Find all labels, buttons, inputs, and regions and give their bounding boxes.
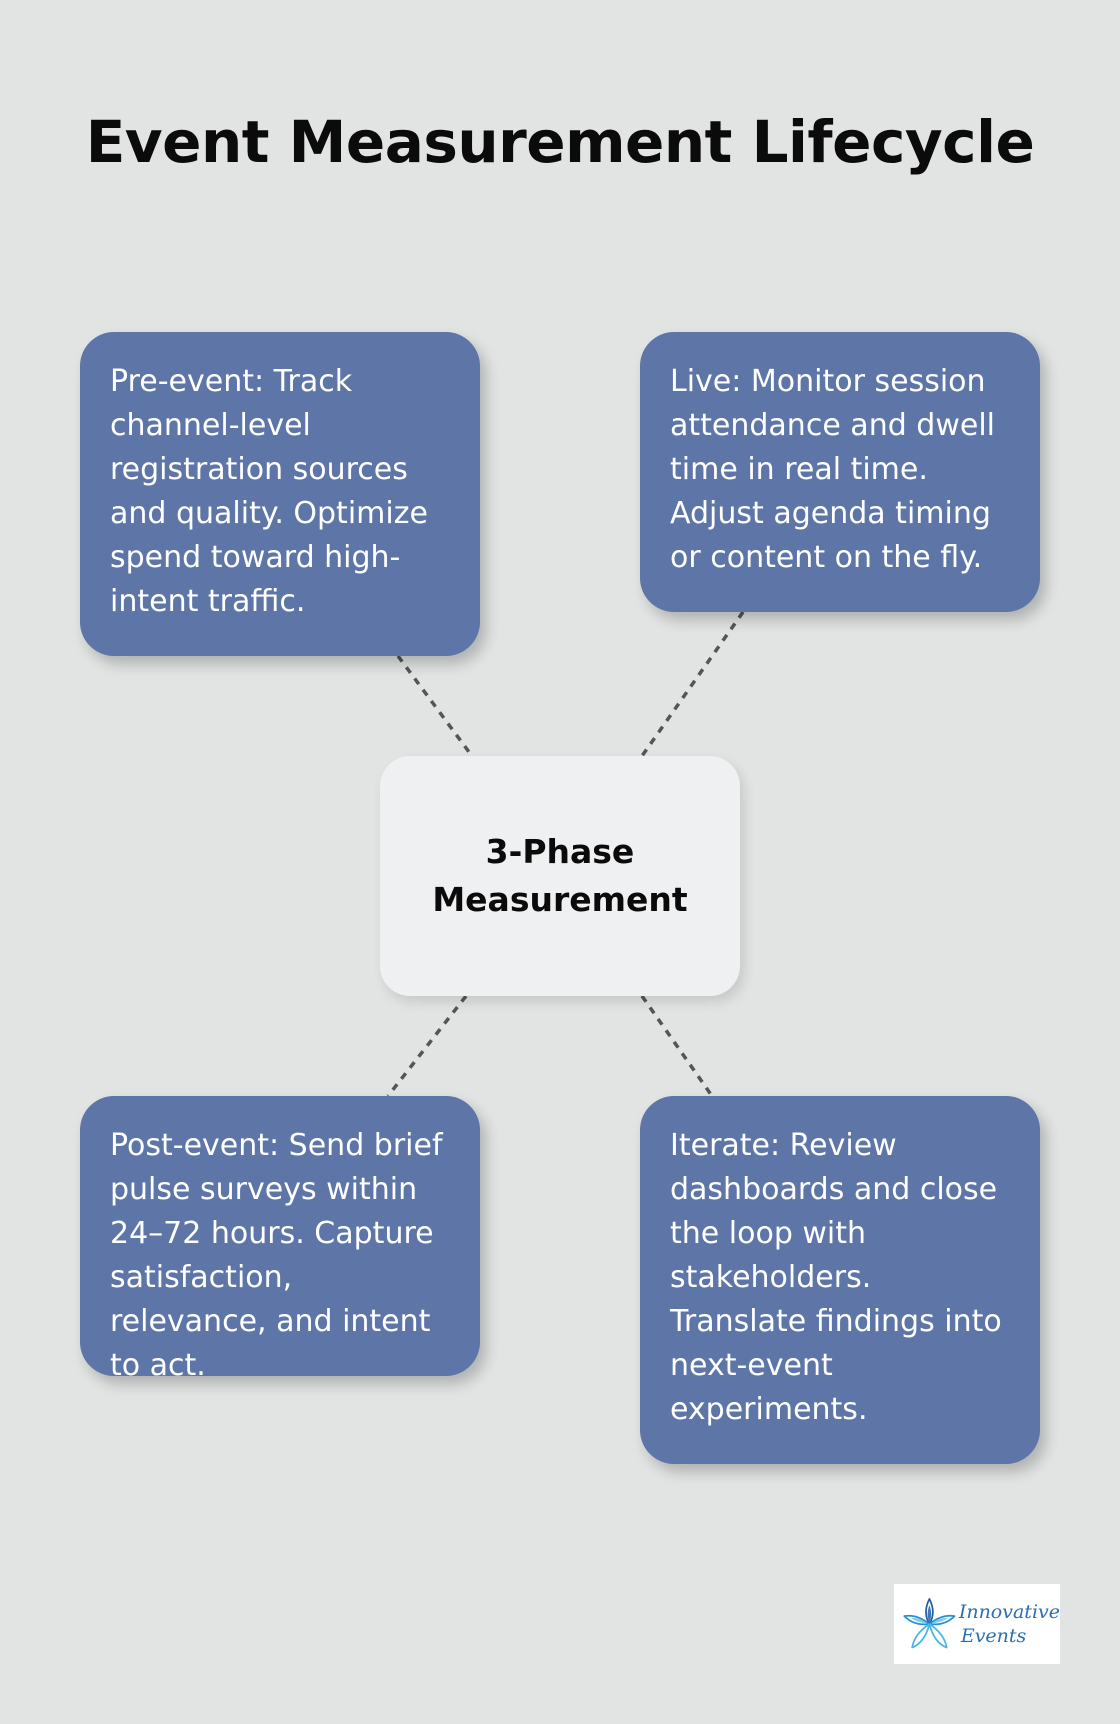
- phase-text-iterate: Iterate: Review dashboards and close the…: [670, 1128, 1002, 1427]
- logo-line-2: Events: [960, 1625, 1027, 1647]
- connector-post-event: [386, 994, 468, 1098]
- phase-box-post-event: Post-event: Send brief pulse surveys wit…: [80, 1096, 480, 1383]
- connector-live: [640, 610, 745, 758]
- brand-logo: Innovative Events: [894, 1584, 1060, 1664]
- phase-text-post-event: Post-event: Send brief pulse surveys wit…: [110, 1128, 443, 1383]
- logo-wordmark: Innovative Events: [959, 1600, 1060, 1648]
- page-title: Event Measurement Lifecycle: [85, 108, 1035, 176]
- center-label: 3-Phase Measurement: [432, 832, 688, 919]
- phase-box-live: Live: Monitor session attendance and dwe…: [640, 332, 1040, 612]
- phase-box-iterate: Iterate: Review dashboards and close the…: [640, 1096, 1040, 1464]
- connector-pre-event: [396, 654, 474, 758]
- center-node: 3-Phase Measurement: [380, 756, 740, 996]
- phase-text-live: Live: Monitor session attendance and dwe…: [670, 364, 995, 575]
- connector-iterate: [640, 994, 714, 1098]
- phase-box-pre-event: Pre-event: Track channel-level registrat…: [80, 332, 480, 656]
- phase-text-pre-event: Pre-event: Track channel-level registrat…: [110, 364, 428, 619]
- lotus-flower-icon: [903, 1598, 956, 1649]
- logo-line-1: Innovative: [958, 1601, 1060, 1623]
